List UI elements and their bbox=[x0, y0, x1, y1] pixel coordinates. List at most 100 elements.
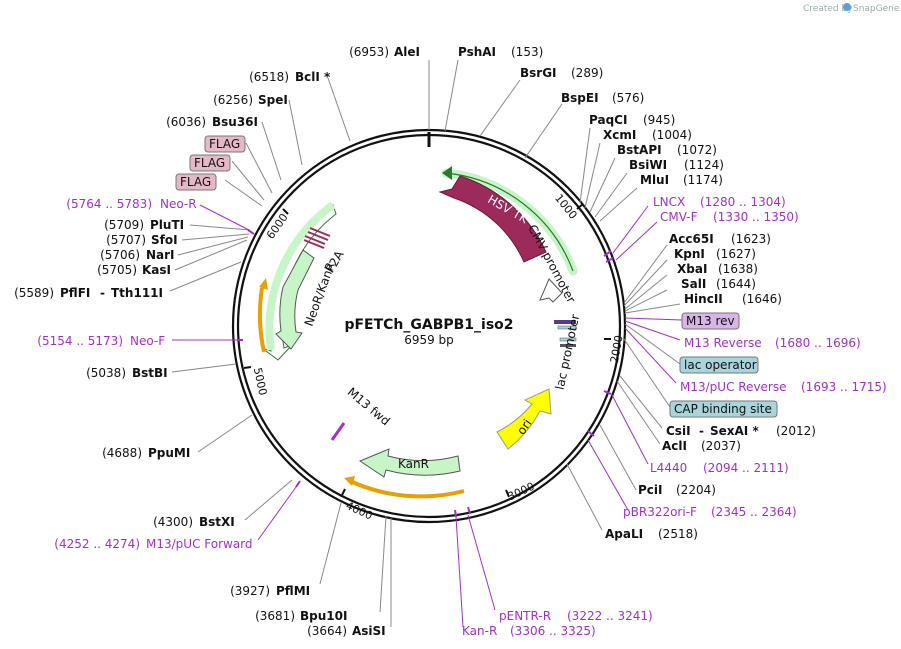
tick-mark bbox=[243, 366, 252, 369]
tick-2000: 2000 bbox=[608, 334, 626, 364]
m13-rev-mark bbox=[554, 320, 576, 324]
snapgene-logo-icon bbox=[843, 3, 851, 11]
primer-l4440[interactable]: L4440 bbox=[650, 461, 687, 475]
site-pflmi-pos: (3927) bbox=[230, 584, 270, 598]
site-acli[interactable]: AclI bbox=[662, 439, 687, 453]
neo-promoter-arc bbox=[257, 287, 266, 353]
site-bstapi-pos: (1072) bbox=[677, 143, 717, 157]
site-pcii-pos: (2204) bbox=[676, 483, 716, 497]
site-pcii[interactable]: PciI bbox=[638, 483, 663, 497]
site-bcli[interactable]: BclI * bbox=[295, 70, 331, 84]
site-bstxi[interactable]: BstXI bbox=[199, 515, 235, 529]
primer-neo-r[interactable]: Neo-R bbox=[160, 197, 197, 211]
site-acc65i-pos: (1623) bbox=[731, 232, 771, 246]
site-kasi[interactable]: KasI bbox=[142, 263, 171, 277]
primer-m13-reverse-pos: (1680 .. 1696) bbox=[775, 336, 861, 350]
site-ppumi[interactable]: PpuMI bbox=[148, 446, 190, 460]
cap-site-mark bbox=[559, 337, 577, 342]
site-sfoi-pos: (5707) bbox=[106, 233, 146, 247]
plasmid-name: pFETCh_GABPB1_iso2 bbox=[344, 317, 513, 333]
site-apali[interactable]: ApaLI bbox=[605, 527, 643, 541]
site-csii-dash: - bbox=[699, 424, 704, 438]
site-csii[interactable]: CsiI bbox=[666, 424, 691, 438]
site-paqci[interactable]: PaqCI bbox=[589, 113, 627, 127]
orange-arrowhead-left bbox=[259, 278, 268, 290]
primer-neo-f[interactable]: Neo-F bbox=[130, 334, 165, 348]
site-alei[interactable]: AleI bbox=[394, 45, 420, 59]
site-bsrgi-pos: (289) bbox=[571, 66, 603, 80]
site-bstbi-pos: (5038) bbox=[86, 366, 126, 380]
primer-lncx[interactable]: LNCX bbox=[653, 195, 685, 209]
cmv-promoter-arrow bbox=[539, 278, 563, 303]
site-acc65i[interactable]: Acc65I bbox=[669, 232, 714, 246]
feature-m13-rev[interactable]: M13 rev bbox=[686, 314, 735, 328]
primer-m13puc-forward[interactable]: M13/pUC Forward bbox=[146, 537, 253, 551]
feature-lac-operator[interactable]: lac operator bbox=[684, 358, 757, 372]
site-pflmi[interactable]: PflMI bbox=[276, 584, 310, 598]
tick-5000: 5000 bbox=[251, 366, 270, 396]
site-bsrgi[interactable]: BsrGI bbox=[520, 66, 557, 80]
site-xbai[interactable]: XbaI bbox=[677, 262, 707, 276]
primer-pbr322ori[interactable]: pBR322ori-F bbox=[623, 505, 697, 519]
primer-m13puc-reverse[interactable]: M13/pUC Reverse bbox=[680, 380, 787, 394]
primer-kan-r[interactable]: Kan-R bbox=[462, 624, 497, 638]
site-sexai[interactable]: SexAI * bbox=[710, 424, 759, 438]
orange-arrowhead bbox=[344, 476, 355, 486]
kanr-arrow bbox=[358, 448, 461, 478]
site-pflfi[interactable]: PflFI bbox=[60, 286, 90, 300]
p2a-label: P2A bbox=[323, 248, 347, 276]
site-bspei-pos: (576) bbox=[612, 91, 644, 105]
site-bstbi[interactable]: BstBI bbox=[132, 366, 168, 380]
neo-region-arc bbox=[265, 201, 336, 351]
primer-m13-reverse[interactable]: M13 Reverse bbox=[684, 336, 762, 350]
site-kpni[interactable]: KpnI bbox=[674, 247, 705, 261]
site-spei-pos: (6256) bbox=[213, 93, 253, 107]
primer-ring-marks bbox=[237, 229, 614, 518]
site-xcmi[interactable]: XcmI bbox=[603, 128, 636, 142]
site-bspei[interactable]: BspEI bbox=[561, 91, 599, 105]
feature-flag-3[interactable]: FLAG bbox=[180, 175, 211, 189]
site-sfoi[interactable]: SfoI bbox=[151, 233, 178, 247]
primer-m13puc-forward-pos: (4252 .. 4274) bbox=[54, 537, 140, 551]
site-hincii[interactable]: HincII bbox=[684, 292, 723, 306]
primer-neo-f-pos: (5154 .. 5173) bbox=[37, 334, 123, 348]
cmv-arrowhead bbox=[442, 166, 452, 180]
site-bstapi[interactable]: BstAPI bbox=[617, 143, 662, 157]
lac-promoter-mark bbox=[560, 344, 576, 347]
site-sali[interactable]: SalI bbox=[681, 277, 706, 291]
site-mlui[interactable]: MluI bbox=[640, 173, 669, 187]
site-bsu36i-pos: (6036) bbox=[166, 115, 206, 129]
lac-operator-mark bbox=[557, 325, 577, 330]
site-bcli-pos: (6518) bbox=[249, 70, 289, 84]
site-acli-pos: (2037) bbox=[701, 439, 741, 453]
site-bstxi-pos: (4300) bbox=[153, 515, 193, 529]
plasmid-size: 6959 bp bbox=[404, 333, 454, 347]
primer-m13puc-reverse-pos: (1693 .. 1715) bbox=[801, 380, 887, 394]
site-bsiwi[interactable]: BsiWI bbox=[629, 158, 667, 172]
site-bpu10i[interactable]: Bpu10I bbox=[300, 609, 347, 623]
site-xcmi-pos: (1004) bbox=[652, 128, 692, 142]
site-pluti[interactable]: PluTI bbox=[150, 218, 184, 232]
primer-kan-r-pos: (3306 .. 3325) bbox=[510, 624, 596, 638]
site-alei-pos: (6953) bbox=[349, 45, 389, 59]
site-pflfi-dash: - bbox=[100, 286, 105, 300]
site-asisi[interactable]: AsiSI bbox=[352, 624, 386, 638]
primer-neo-r-pos: (5764 .. 5783) bbox=[66, 197, 152, 211]
site-pshai[interactable]: PshAI bbox=[458, 45, 496, 59]
ori-arrow bbox=[496, 388, 552, 450]
primer-cmvf[interactable]: CMV-F bbox=[660, 210, 698, 224]
site-bsu36i[interactable]: Bsu36I bbox=[212, 115, 258, 129]
feature-flag-2[interactable]: FLAG bbox=[194, 156, 225, 170]
feature-flag-1[interactable]: FLAG bbox=[209, 137, 240, 151]
site-spei[interactable]: SpeI bbox=[258, 93, 288, 107]
feature-cap-site[interactable]: CAP binding site bbox=[674, 402, 772, 416]
site-pluti-pos: (5709) bbox=[104, 218, 144, 232]
site-paqci-pos: (945) bbox=[643, 113, 675, 127]
cmv-region-arc-line bbox=[445, 172, 574, 272]
primer-pentr[interactable]: pENTR-R bbox=[499, 609, 551, 623]
lac-operator-box bbox=[679, 356, 759, 374]
site-nari[interactable]: NarI bbox=[146, 248, 175, 262]
credit-label: Created by bbox=[803, 4, 853, 14]
site-tth111i[interactable]: Tth111I bbox=[111, 286, 163, 300]
